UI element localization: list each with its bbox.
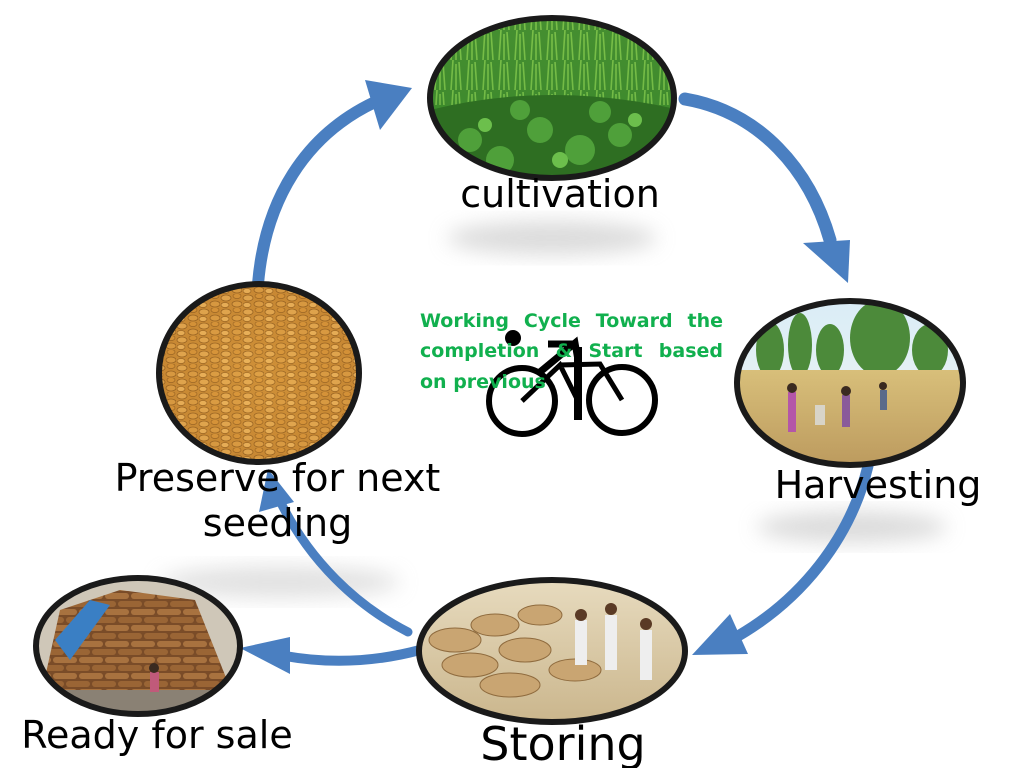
preserve-image bbox=[156, 281, 362, 465]
arrow-storing-to-preserve bbox=[277, 500, 413, 637]
cyclist-icon bbox=[486, 330, 658, 437]
label-cultivation: cultivation bbox=[460, 172, 660, 216]
arrow-harvesting-to-storing bbox=[732, 460, 874, 642]
arrow-cultivation-to-harvesting bbox=[678, 92, 837, 247]
shadow-cultivation bbox=[447, 221, 657, 255]
cultivation-image bbox=[427, 15, 677, 181]
ready-for-sale-image bbox=[33, 575, 243, 717]
label-storing: Storing bbox=[480, 717, 646, 768]
storing-image bbox=[416, 577, 688, 725]
arrowhead-harvesting bbox=[803, 240, 850, 283]
arrow-preserve-to-cultivation bbox=[252, 96, 381, 290]
shadow-preserve bbox=[160, 566, 400, 598]
arrowhead-ready bbox=[240, 637, 290, 674]
label-preserve-for-next-seeding: Preserve for next seeding bbox=[114, 456, 441, 545]
arrowhead-cultivation bbox=[365, 80, 412, 130]
label-ready-for-sale: Ready for sale bbox=[21, 713, 293, 757]
shadow-harvesting bbox=[757, 511, 947, 543]
arrowhead-storing bbox=[692, 614, 748, 655]
arrowhead-preserve bbox=[259, 469, 294, 512]
label-harvesting: Harvesting bbox=[774, 463, 982, 507]
arrow-storing-to-ready bbox=[280, 645, 425, 666]
center-caption: Working Cycle Toward the completion & St… bbox=[420, 310, 723, 393]
harvesting-image bbox=[734, 298, 966, 468]
